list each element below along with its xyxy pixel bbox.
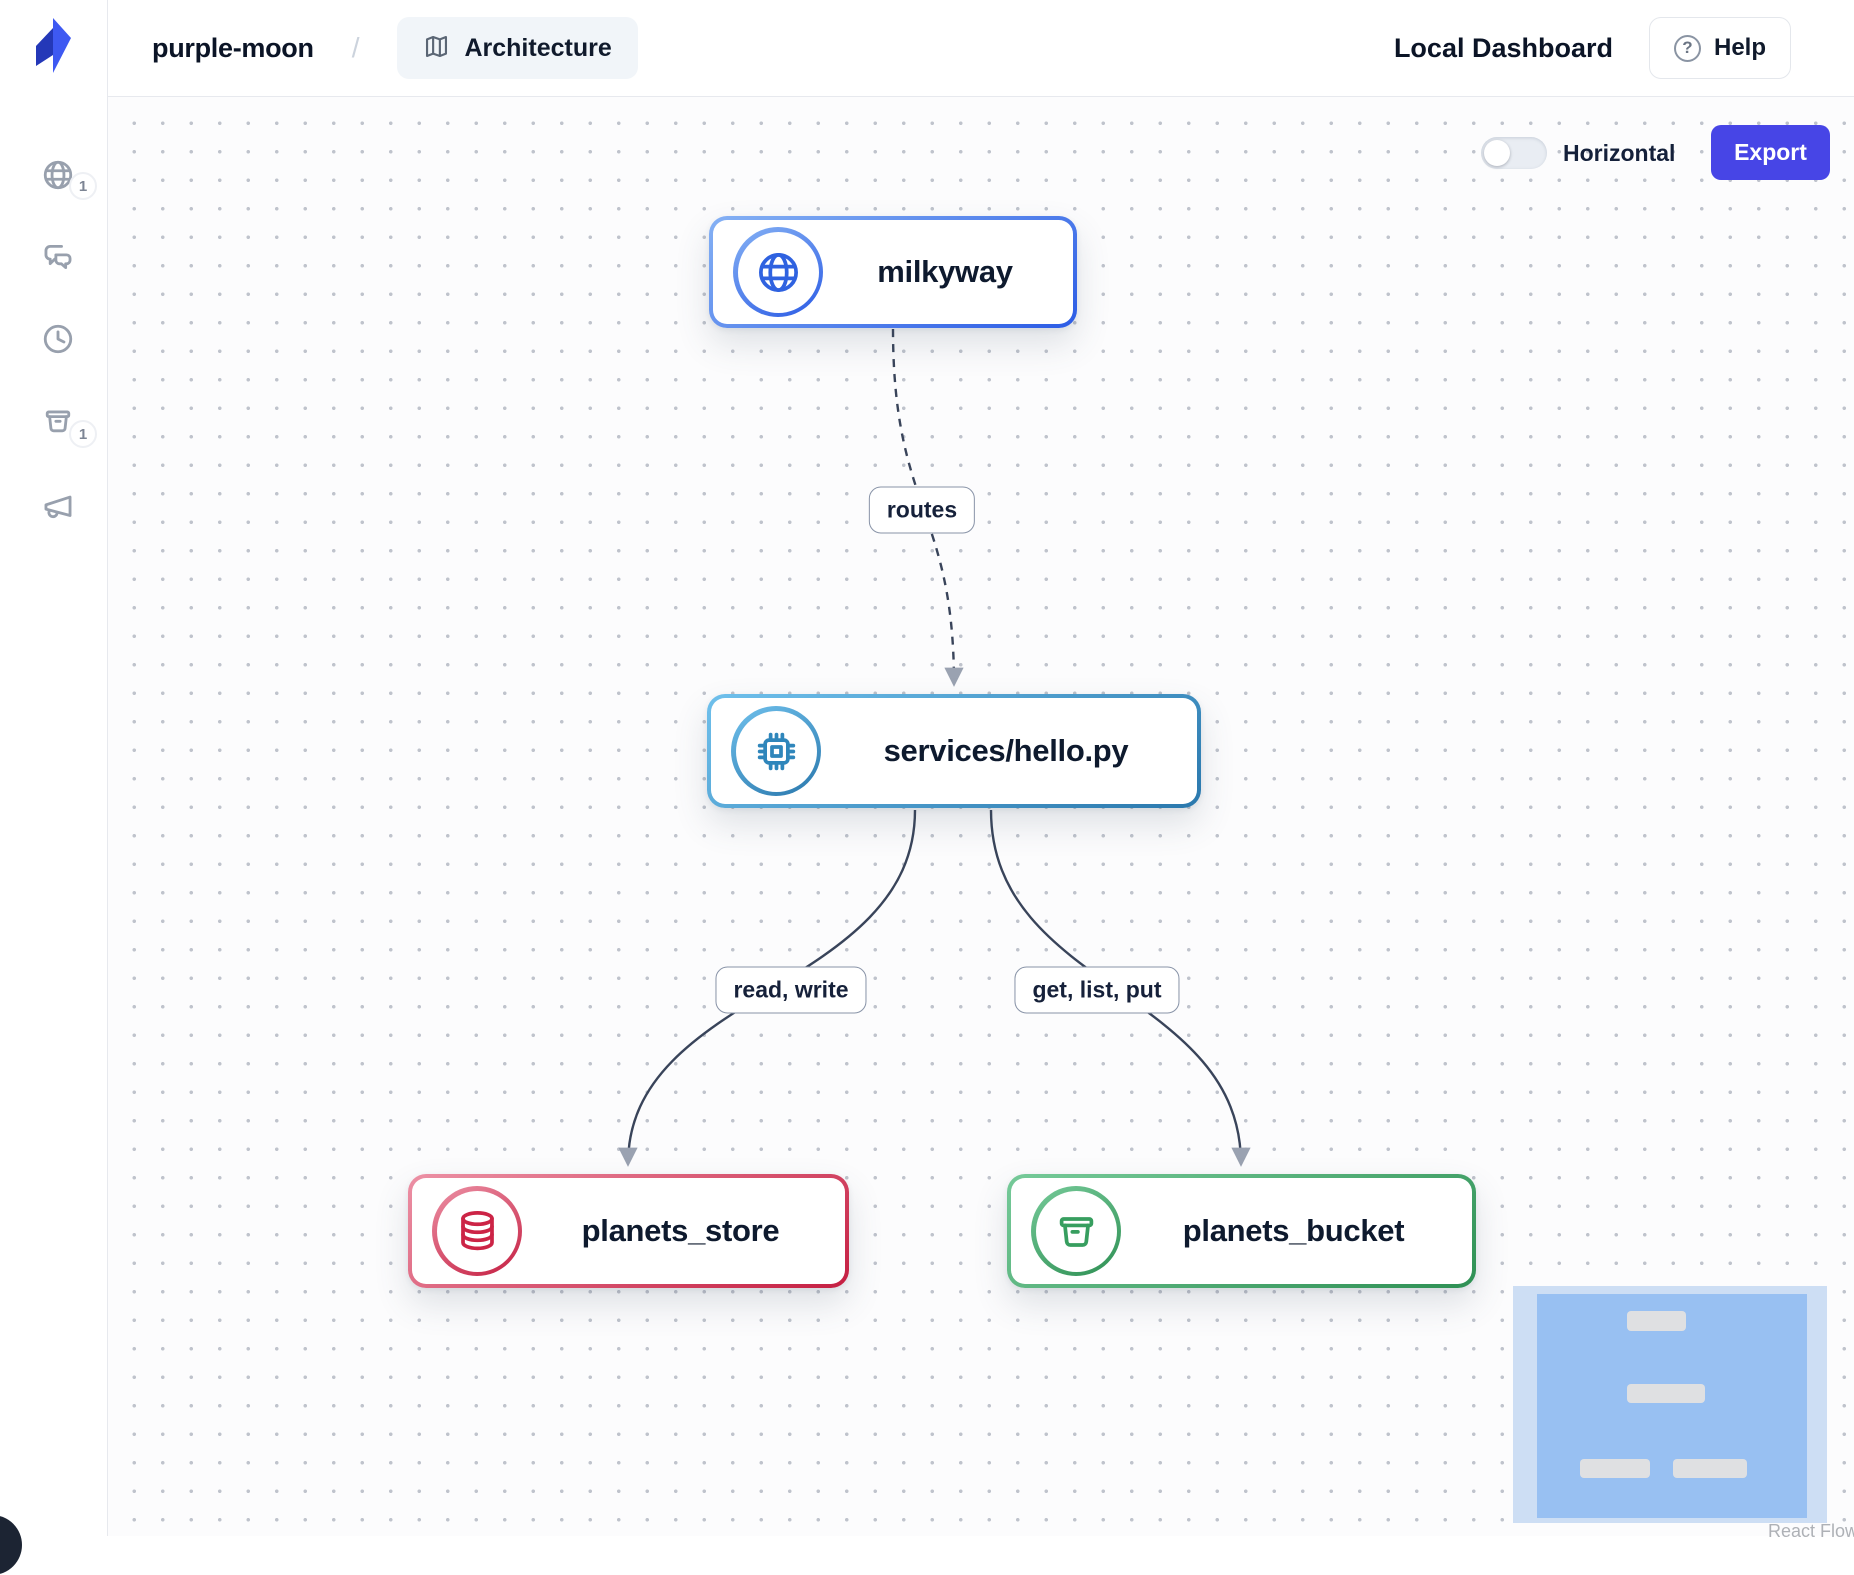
orientation-toggle[interactable] <box>1481 137 1547 169</box>
sidebar-item-schedules[interactable] <box>41 322 75 356</box>
globe-icon <box>733 227 823 317</box>
logo-left-shape <box>36 28 53 66</box>
minimap-node <box>1580 1459 1650 1478</box>
apis-count-badge: 1 <box>69 172 97 200</box>
map-icon <box>423 33 450 63</box>
edge-label-read-write[interactable]: read, write <box>715 966 867 1014</box>
sidebar: 1 1 <box>0 0 108 1575</box>
sidebar-item-websockets[interactable] <box>41 240 75 274</box>
project-name[interactable]: purple-moon <box>152 32 314 63</box>
bucket-icon <box>1031 1186 1121 1276</box>
flow-canvas[interactable] <box>108 97 1854 1536</box>
clock-icon <box>41 322 75 356</box>
database-icon <box>432 1186 522 1276</box>
minimap-viewport[interactable] <box>1537 1294 1807 1518</box>
node-label: services/hello.py <box>883 733 1129 768</box>
help-icon: ? <box>1673 34 1701 62</box>
globe-icon <box>41 158 75 192</box>
megaphone-icon <box>41 490 75 524</box>
logo-right-shape <box>53 18 71 73</box>
orientation-toggle-label: Horizontal <box>1563 140 1676 166</box>
cpu-icon <box>731 706 821 796</box>
header: purple-moon / Architecture Local Dashboa… <box>0 0 1854 97</box>
react-flow-attribution[interactable]: React Flow <box>1768 1521 1854 1541</box>
edge-label-routes[interactable]: routes <box>868 486 976 534</box>
node-label: planets_bucket <box>1182 1213 1405 1248</box>
breadcrumb: purple-moon / Architecture <box>152 0 638 96</box>
help-button-label: Help <box>1713 34 1766 61</box>
sidebar-item-storage[interactable]: 1 <box>41 404 97 448</box>
app-logo[interactable] <box>32 13 74 77</box>
minimap-node <box>1627 1311 1686 1331</box>
node-label: planets_store <box>581 1213 780 1248</box>
architecture-tab-label: Architecture <box>464 33 612 62</box>
sidebar-item-apis[interactable]: 1 <box>41 158 97 200</box>
chat-icon <box>41 240 75 274</box>
page-title: Local Dashboard <box>1393 32 1613 63</box>
bucket-icon <box>41 404 75 438</box>
help-button[interactable]: ? Help <box>1648 17 1791 79</box>
node-planets-bucket[interactable]: planets_bucket <box>1007 1174 1476 1288</box>
sidebar-item-topics[interactable] <box>41 490 75 524</box>
architecture-tab[interactable]: Architecture <box>397 17 638 79</box>
toggle-knob <box>1484 140 1510 166</box>
export-button[interactable]: Export <box>1711 125 1830 180</box>
minimap-node <box>1673 1459 1747 1478</box>
node-milkyway[interactable]: milkyway <box>709 216 1077 328</box>
storage-count-badge: 1 <box>69 420 97 448</box>
node-planets-store[interactable]: planets_store <box>408 1174 849 1288</box>
edge-label-get-list-put[interactable]: get, list, put <box>1014 966 1180 1014</box>
node-services-hello[interactable]: services/hello.py <box>707 694 1201 808</box>
breadcrumb-separator: / <box>351 32 360 63</box>
minimap[interactable] <box>1513 1286 1827 1523</box>
node-label: milkyway <box>877 254 1013 289</box>
corner-notch <box>0 1515 22 1575</box>
minimap-node <box>1627 1384 1705 1403</box>
